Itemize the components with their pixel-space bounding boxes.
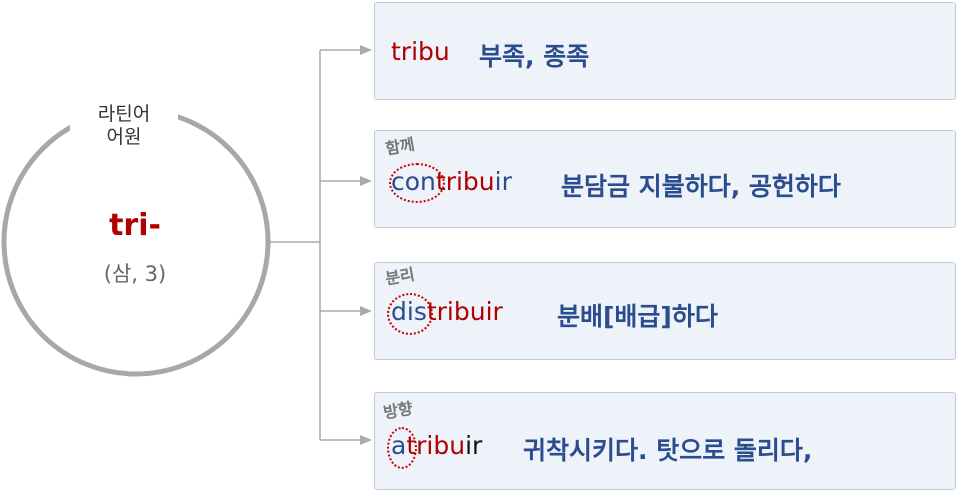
word-root-part: tribu — [391, 37, 450, 66]
prefix-tag: 함께 — [383, 134, 417, 159]
derivative-box-atribuir: 방향 atribuir 귀착시키다. 탓으로 돌리다, — [374, 392, 956, 490]
prefix-highlight — [389, 163, 445, 203]
derivative-meaning: 귀착시키다. 탓으로 돌리다, — [523, 436, 813, 465]
arrow-icon — [360, 306, 372, 316]
word-prefix: con — [391, 167, 436, 196]
prefix-tag: 분리 — [383, 264, 417, 289]
derivative-meaning: 분배[배급]하다 — [557, 302, 718, 331]
arrow-icon — [360, 176, 372, 186]
arrow-icon — [360, 45, 372, 55]
derivative-word: distribuir — [391, 297, 503, 326]
root-word: tri- — [109, 208, 161, 243]
derivative-box-contribuir: 함께 contribuir 분담금 지불하다, 공헌하다 — [374, 130, 956, 228]
derivative-meaning: 부족, 종족 — [479, 42, 590, 71]
derivative-box-distribuir: 분리 distribuir 분배[배급]하다 — [374, 262, 956, 360]
derivative-word: contribuir — [391, 167, 512, 196]
derivative-box-tribu: tribu 부족, 종족 — [374, 2, 956, 100]
prefix-highlight — [387, 293, 433, 335]
word-suffix: ir — [494, 167, 512, 196]
root-meaning: (삼, 3) — [103, 262, 167, 286]
prefix-tag: 방향 — [381, 398, 415, 423]
derivative-word: atribuir — [391, 431, 482, 460]
root-label-line2: 어원 — [106, 126, 142, 148]
word-suffix: ir — [465, 431, 483, 460]
word-root-part: tribu — [406, 431, 466, 460]
arrow-icon — [360, 435, 372, 445]
prefix-highlight — [387, 427, 417, 469]
word-root-part: tribu — [435, 167, 495, 196]
word-prefix: a — [391, 431, 407, 460]
word-prefix: dis — [391, 297, 427, 326]
root-label: 라틴어 어원 — [70, 103, 178, 149]
root-label-line1: 라틴어 — [97, 103, 151, 125]
word-root-part: tribuir — [426, 297, 503, 326]
derivative-word: tribu — [391, 37, 450, 66]
derivative-meaning: 분담금 지불하다, 공헌하다 — [561, 172, 841, 201]
